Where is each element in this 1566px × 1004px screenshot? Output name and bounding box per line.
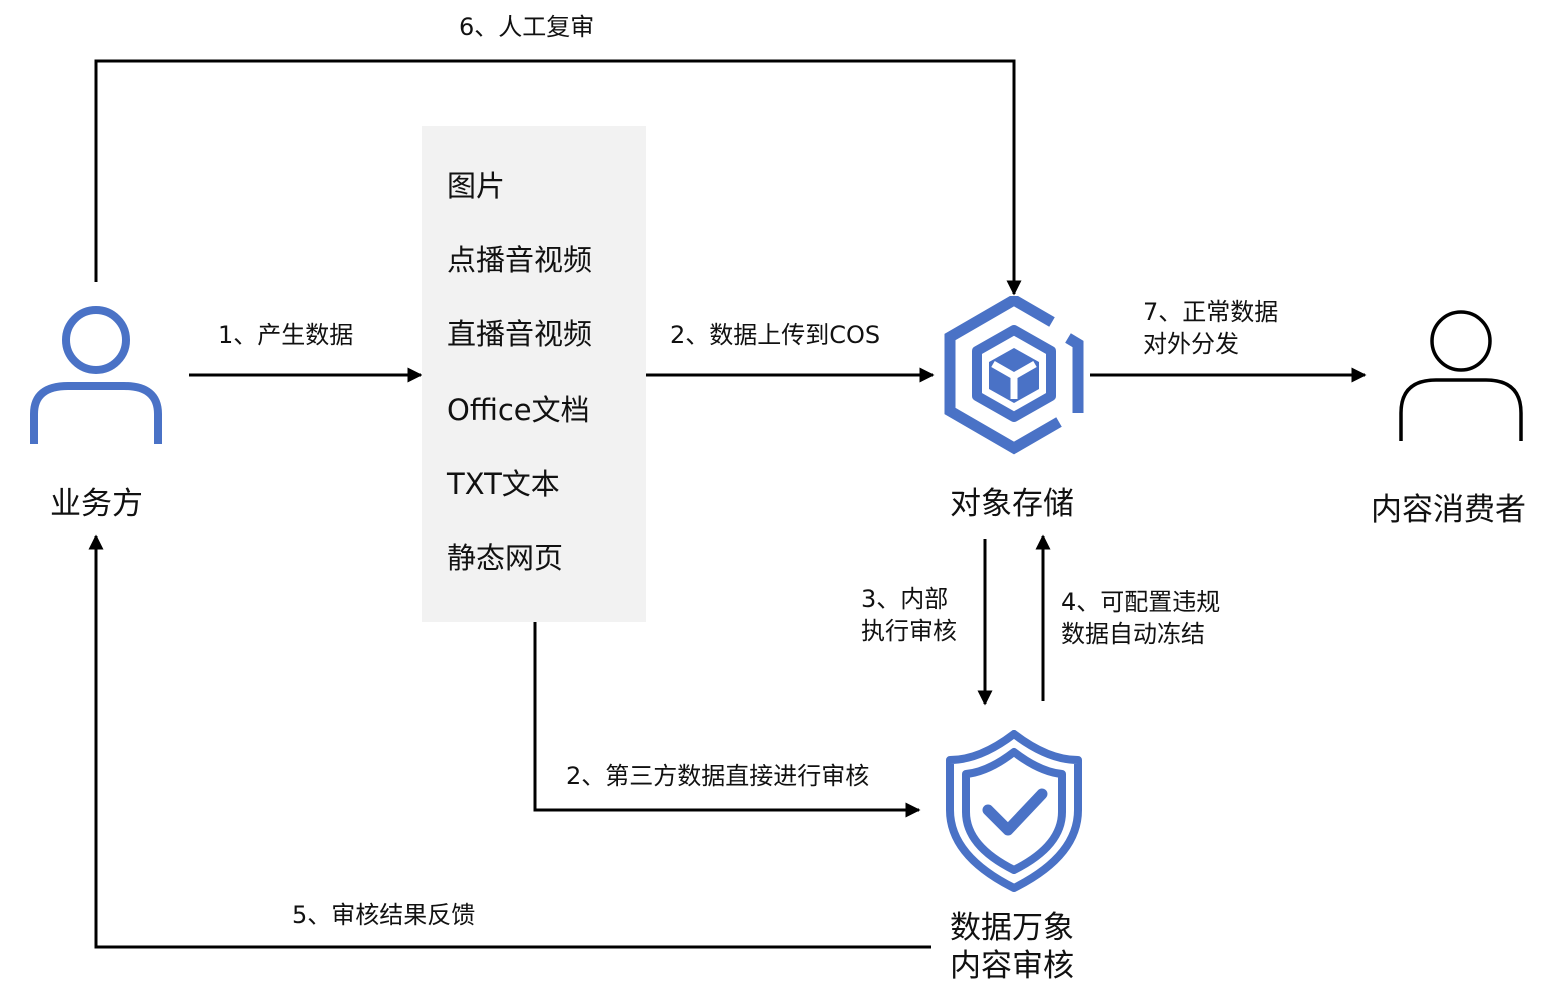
arrow-manual-review: [94, 59, 1022, 296]
node-audit-label-line1: 数据万象: [950, 910, 1074, 946]
data-types-box: 图片 点播音视频 直播音视频 Office文档 TXT文本 静态网页: [422, 126, 646, 622]
data-type-vod: 点播音视频: [447, 243, 593, 277]
edge-label-distribute-line1: 7、正常数据: [1143, 298, 1279, 326]
data-type-live: 直播音视频: [447, 317, 593, 351]
edge-label-third-party-audit: 2、第三方数据直接进行审核: [566, 762, 870, 790]
edge-label-manual-review: 6、人工复审: [459, 13, 595, 41]
user-icon: [30, 306, 162, 444]
node-consumer-label: 内容消费者: [1371, 492, 1526, 528]
arrow-audit-feedback: [88, 534, 931, 949]
edge-label-audit-feedback: 5、审核结果反馈: [292, 901, 476, 929]
user-outline-icon: [1399, 310, 1523, 441]
node-business-label: 业务方: [50, 486, 143, 522]
edge-label-auto-freeze-line1: 4、可配置违规: [1061, 588, 1221, 616]
edge-label-upload-cos: 2、数据上传到COS: [670, 321, 881, 349]
data-type-image: 图片: [447, 169, 506, 203]
cube-hexagon-icon: [944, 296, 1084, 455]
shield-check-icon: [946, 730, 1082, 892]
edge-label-distribute-line2: 对外分发: [1143, 330, 1239, 358]
edge-label-internal-audit-line1: 3、内部: [861, 585, 949, 613]
edge-label-produce-data: 1、产生数据: [218, 321, 354, 349]
data-type-webpage: 静态网页: [447, 541, 564, 575]
edge-label-internal-audit-line2: 执行审核: [861, 617, 957, 645]
node-storage-label: 对象存储: [950, 486, 1074, 522]
edge-label-auto-freeze-line2: 数据自动冻结: [1061, 620, 1205, 648]
node-audit-label-line2: 内容审核: [950, 948, 1074, 984]
data-type-office: Office文档: [447, 393, 590, 427]
data-type-txt: TXT文本: [447, 467, 560, 501]
arrow-third-party-audit: [533, 622, 921, 818]
